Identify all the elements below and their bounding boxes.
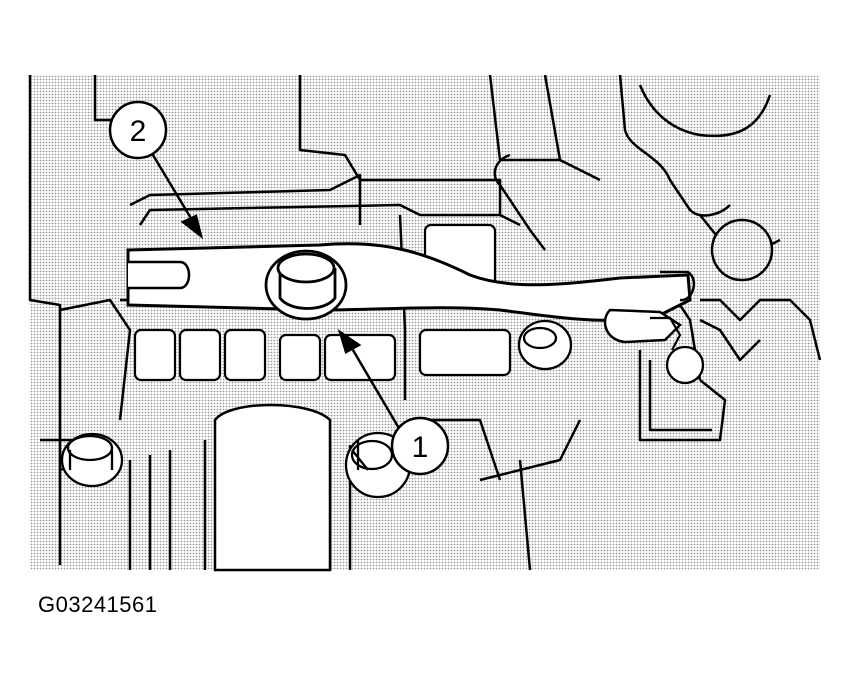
callout-2-label: 2 bbox=[130, 115, 147, 148]
pivot-bolt bbox=[264, 249, 348, 321]
bolt-far-right bbox=[665, 345, 705, 385]
callout-leaders bbox=[148, 149, 402, 431]
housing-background bbox=[30, 75, 820, 570]
round-boss bbox=[710, 218, 774, 282]
arrowhead-2 bbox=[180, 214, 204, 240]
bolt-right bbox=[517, 319, 573, 371]
bolt-lower-left bbox=[60, 432, 124, 488]
release-lever bbox=[126, 242, 696, 351]
casting-panels bbox=[133, 223, 512, 382]
callout-1: 1 bbox=[390, 416, 450, 476]
figure-id-code: G03241561 bbox=[38, 592, 158, 617]
callout-2: 2 bbox=[108, 100, 168, 160]
shaft-housing bbox=[213, 403, 332, 572]
callout-1-label: 1 bbox=[412, 431, 429, 464]
arrowhead-1 bbox=[337, 328, 362, 354]
